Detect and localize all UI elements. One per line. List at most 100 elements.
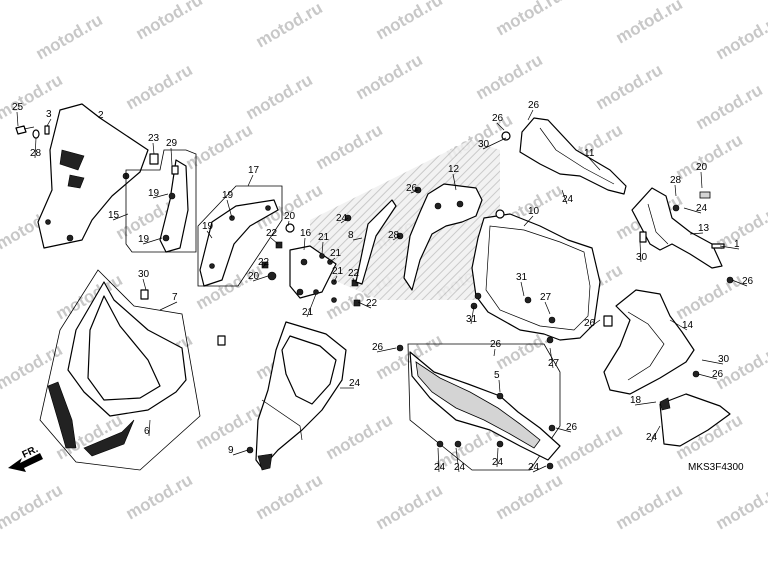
callout-number: 17 xyxy=(248,165,260,176)
part-washer-3 xyxy=(44,125,50,135)
part-side-panel-9 xyxy=(659,393,731,447)
callout-13: 13 xyxy=(689,223,710,235)
callout-number: 24 xyxy=(562,194,574,205)
callout-leader xyxy=(46,118,52,127)
watermark-text: motod.ru xyxy=(323,410,396,463)
callout-26: 26 xyxy=(527,100,540,121)
watermark-text: motod.ru xyxy=(473,50,546,103)
callout-number: 10 xyxy=(528,206,540,217)
callout-leader xyxy=(262,263,267,268)
watermark-text: motod.ru xyxy=(123,470,196,523)
callout-leader xyxy=(34,137,37,159)
callout-leader xyxy=(329,257,336,263)
callout-leader xyxy=(527,109,534,121)
watermark-text: motod.ru xyxy=(493,470,566,523)
callout-number: 26 xyxy=(490,339,502,350)
callout-leader xyxy=(170,147,173,167)
watermark-text: motod.ru xyxy=(613,480,686,533)
watermark-text: motod.ru xyxy=(313,120,386,173)
callout-leader xyxy=(437,447,440,473)
callout-28: 28 xyxy=(670,175,682,197)
callout-number: 28 xyxy=(30,148,42,159)
callout-number: 26 xyxy=(742,276,754,287)
callout-24: 24 xyxy=(492,447,504,468)
part-windscreen xyxy=(37,103,149,249)
callout-24: 24 xyxy=(561,189,574,205)
callout-10: 10 xyxy=(523,206,540,227)
callout-21: 21 xyxy=(329,248,342,263)
watermark-text: motod.ru xyxy=(593,60,666,113)
callout-number: 2 xyxy=(98,110,104,121)
callout-leader xyxy=(719,245,740,250)
callout-number: 26 xyxy=(566,422,578,433)
callout-number: 19 xyxy=(148,188,160,199)
callout-number: 25 xyxy=(12,102,24,113)
callout-leader xyxy=(159,301,178,311)
callout-number: 26 xyxy=(492,113,504,124)
callout-number: 28 xyxy=(388,230,400,241)
callout-leader xyxy=(455,447,460,473)
callout-leader xyxy=(152,193,169,199)
callout-leader xyxy=(520,281,525,297)
callout-number: 1 xyxy=(734,239,740,250)
callout-leader xyxy=(498,379,501,393)
callout-leader xyxy=(410,189,419,194)
callout-26: 26 xyxy=(697,369,724,380)
callout-number: 31 xyxy=(466,314,478,325)
watermark-text: motod.ru xyxy=(33,10,106,63)
callout-leader xyxy=(303,237,306,251)
brand-logo-block xyxy=(310,140,500,300)
callout-24: 24 xyxy=(434,447,446,473)
callout-leader xyxy=(496,122,505,131)
callout-leader xyxy=(352,277,355,283)
callout-number: 24 xyxy=(696,203,708,214)
callout-leader xyxy=(306,293,317,318)
watermark-text: motod.ru xyxy=(693,80,766,133)
callout-leader xyxy=(683,207,702,214)
callout-number: 26 xyxy=(712,369,724,380)
callout-30: 30 xyxy=(478,137,507,150)
callout-21: 21 xyxy=(332,266,344,283)
callout-leader xyxy=(226,199,233,219)
callout-16: 16 xyxy=(300,228,312,251)
callout-number: 21 xyxy=(302,307,314,318)
part-under-cover-group xyxy=(407,343,561,471)
callout-leader xyxy=(493,348,496,357)
callout-leader xyxy=(142,237,163,245)
callout-leader xyxy=(357,301,372,309)
part-side-cover-13 xyxy=(631,187,725,269)
callout-number: 21 xyxy=(330,248,342,259)
callout-19: 19 xyxy=(138,234,163,245)
callout-number: 24 xyxy=(434,462,446,473)
watermark-text: motod.ru xyxy=(353,50,426,103)
watermark-text: motod.ru xyxy=(673,130,746,183)
callout-leader xyxy=(340,217,349,224)
callout-27: 27 xyxy=(540,292,552,315)
callout-number: 26 xyxy=(372,342,384,353)
callout-22: 22 xyxy=(357,298,378,309)
callout-leader xyxy=(232,449,249,456)
callout-22: 22 xyxy=(266,228,279,245)
callout-leader xyxy=(588,319,601,329)
part-group-17 xyxy=(197,185,283,287)
watermark-text: motod.ru xyxy=(133,0,206,43)
callout-5: 5 xyxy=(494,370,501,393)
watermark-text: motod.ru xyxy=(253,470,326,523)
callout-number: 24 xyxy=(492,457,504,468)
watermark-text: motod.ru xyxy=(553,420,626,473)
callout-12: 12 xyxy=(448,164,460,191)
callout-number: 22 xyxy=(348,268,360,279)
callout-19: 19 xyxy=(148,188,169,199)
callout-30: 30 xyxy=(636,241,648,263)
callout-24: 24 xyxy=(683,203,708,214)
watermark-text: motod.ru xyxy=(183,120,256,173)
callout-number: 30 xyxy=(478,139,490,150)
callout-number: 30 xyxy=(138,269,150,280)
callout-number: 30 xyxy=(636,252,648,263)
callout-number: 9 xyxy=(228,445,234,456)
callout-leader xyxy=(206,230,213,239)
callout-leader xyxy=(731,279,748,287)
part-bolt-25 xyxy=(15,125,35,135)
callout-leader xyxy=(247,174,254,187)
